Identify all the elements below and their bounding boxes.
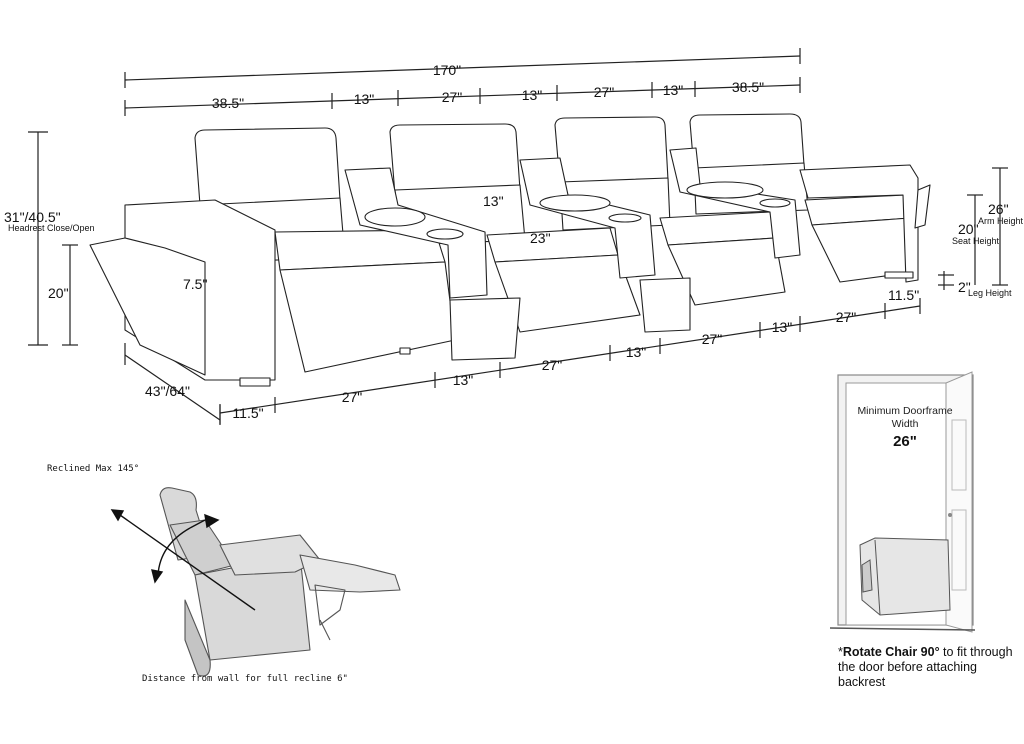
bottom-segment-label: 13": [626, 344, 647, 360]
doorframe-label: Minimum Doorframe Width: [857, 405, 953, 430]
note-prefix: *: [838, 645, 843, 659]
doorframe-illustration: [829, 371, 976, 633]
recline-labels: Reclined Max 145° Distance from wall for…: [47, 464, 348, 684]
recline-max-label: Reclined Max 145°: [47, 464, 139, 474]
segment-label: 27": [594, 84, 615, 100]
seat-front-label: 20": [48, 285, 69, 301]
sectional-sofa-drawing: [89, 113, 931, 387]
recliner-side-profile: [159, 487, 401, 677]
seat-height-value: 20": [958, 221, 979, 237]
bottom-width-dimension: [219, 298, 921, 424]
rotate-chair-note: *Rotate Chair 90° to fit through the doo…: [838, 645, 1018, 690]
top-dimension-labels: 170" 38.5" 13" 27" 13" 27" 13" 38.5": [212, 62, 764, 111]
arm-width-label: 11.5": [888, 287, 919, 303]
right-dimension-labels: 26" Arm Height 20" Seat Height 2" Leg He…: [888, 201, 1024, 303]
leg-height-caption: Leg Height: [968, 288, 1012, 298]
bottom-segment-label: 27": [702, 331, 723, 347]
segment-label: 13": [522, 87, 543, 103]
seat-width-label: 23": [530, 230, 551, 246]
segment-label: 38.5": [732, 79, 764, 95]
height-label: 31"/40.5": [4, 209, 61, 225]
segment-width-dimension: [124, 77, 801, 116]
arm-height-caption: Arm Height: [978, 216, 1024, 226]
seat-front-dimension: [62, 244, 78, 346]
left-dimension-labels: 31"/40.5" Headrest Close/Open 20" 7.5" 4…: [4, 209, 207, 399]
bottom-segment-label: 13": [772, 319, 793, 335]
center-dimension-labels: 13" 23": [483, 193, 551, 246]
height-note: Headrest Close/Open: [8, 223, 95, 233]
bottom-segment-label: 11.5": [232, 405, 263, 421]
wall-distance-label: Distance from wall for full recline 6": [142, 674, 348, 684]
segment-label: 27": [442, 89, 463, 105]
arm-height-value: 26": [988, 201, 1009, 217]
leg-height-value: 2": [958, 279, 971, 295]
depth-label: 43"/64": [145, 383, 190, 399]
bottom-segment-label: 27": [836, 309, 857, 325]
bottom-segment-label: 27": [342, 389, 363, 405]
height-dimension: [28, 131, 48, 346]
bottom-segment-label: 13": [453, 372, 474, 388]
note-bold: Rotate Chair 90°: [842, 645, 940, 659]
seat-height-dimension: [967, 194, 983, 285]
segment-label: 38.5": [212, 95, 244, 111]
bottom-segment-label: 27": [542, 357, 563, 373]
seat-height-caption: Seat Height: [952, 236, 1000, 246]
note-rest: to fit through the door before attaching…: [838, 645, 1013, 689]
arm-height-dimension: [992, 167, 1008, 286]
segment-label: 13": [663, 82, 684, 98]
console-depth-label: 13": [483, 193, 504, 209]
leg-height-dimension: [938, 271, 954, 290]
arm-inner-label: 7.5": [183, 276, 207, 292]
doorframe-width-value: 26": [893, 433, 917, 450]
bottom-dimension-labels: 11.5" 27" 13" 27" 13" 27" 13" 27": [232, 309, 856, 421]
overall-width-label: 170": [433, 62, 461, 78]
segment-label: 13": [354, 91, 375, 107]
overall-width-dimension: [124, 48, 801, 88]
recline-arrows: [110, 509, 256, 611]
